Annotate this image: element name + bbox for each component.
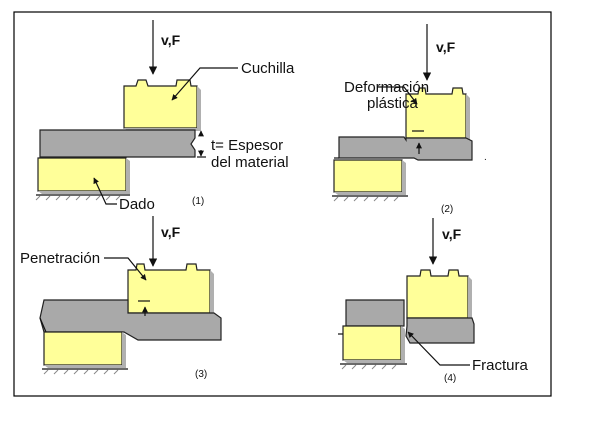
penetration-leader	[104, 257, 147, 281]
step-1-label: (1)	[192, 196, 204, 207]
die-shape	[43, 331, 123, 366]
fracture-leader	[407, 331, 470, 366]
step-3-label: (3)	[195, 369, 207, 380]
force-label: v,F	[161, 224, 181, 240]
floor-hatch	[341, 364, 397, 370]
blade-label: Cuchilla	[241, 60, 295, 77]
stage-2: v,F Deformación plástica (2) .	[332, 24, 487, 215]
floor-hatch	[35, 195, 121, 201]
sheet-shape	[338, 136, 473, 161]
blade-shape	[406, 269, 469, 319]
die-label: Dado	[119, 196, 155, 213]
step-2-label: (2)	[441, 204, 453, 215]
plastic-leader	[378, 86, 418, 105]
force-label: v,F	[436, 39, 456, 55]
sheet-shape	[39, 129, 196, 158]
floor-hatch	[333, 196, 399, 202]
die-shape	[333, 159, 403, 193]
blade-shadow	[210, 270, 214, 313]
plastic-label-line2: plástica	[367, 95, 419, 112]
thickness-label-line1: t= Espesor	[211, 137, 283, 154]
die-shape	[37, 157, 127, 192]
blade-shape	[127, 263, 211, 314]
sheet-shape	[39, 299, 222, 341]
fracture-label: Fractura	[472, 357, 529, 374]
sheet-upper-left	[345, 299, 405, 327]
force-label: v,F	[161, 32, 181, 48]
force-label: v,F	[442, 226, 462, 242]
step-4-label: (4)	[444, 373, 456, 384]
penetration-label: Penetración	[20, 250, 100, 267]
dot-mark: .	[484, 152, 487, 163]
thickness-label-line2: del material	[211, 154, 289, 171]
stage-1: v,F Cuchilla t= Espesor del material Dad…	[35, 20, 295, 213]
die-leader	[93, 177, 117, 205]
sheet-lower-right	[405, 317, 475, 344]
die-shape	[342, 325, 402, 361]
blade-shadow	[468, 276, 472, 318]
stage-3: v,F Penetración (3)	[20, 216, 222, 380]
blade-shape	[123, 79, 198, 129]
blade-leader	[171, 67, 238, 101]
stage-4: v,F Fractura (4)	[338, 218, 529, 384]
floor-hatch	[43, 369, 119, 375]
